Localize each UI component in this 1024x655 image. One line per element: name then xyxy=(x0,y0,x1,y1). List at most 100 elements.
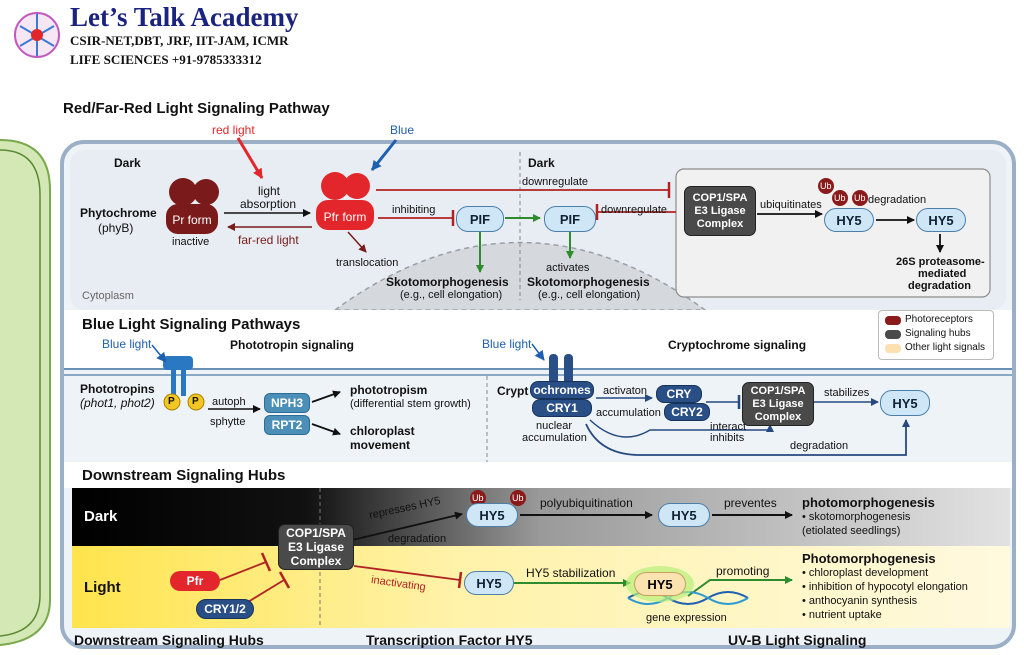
inhibiting-label: inhibiting xyxy=(392,204,436,216)
blue-light-right: Blue light xyxy=(482,337,532,351)
stabilizes-label: stabilizes xyxy=(824,387,870,399)
cry2-node: CRY2 xyxy=(664,403,710,421)
skotomorphogenesis-1: Skotomorphogenesis xyxy=(386,275,509,289)
light-effect-4: • nutrient uptake xyxy=(802,609,882,621)
legend-swatch-signaling-hubs xyxy=(885,330,901,339)
legend-signaling-hubs: Signaling hubs xyxy=(905,328,971,339)
hy5-node-top-b: HY5 xyxy=(916,208,966,232)
phytochrome-pr-icon xyxy=(166,178,219,234)
pr-form-label: Pr form xyxy=(172,213,212,227)
academy-logo-icon xyxy=(8,6,66,64)
sphytte-label: sphytte xyxy=(210,416,246,428)
phototropin-receptor-icon xyxy=(163,356,205,411)
legend-other-light-signals: Other light signals xyxy=(905,342,986,353)
footer-uvb: UV-B Light Signaling xyxy=(728,632,867,648)
phyb-label: (phyB) xyxy=(98,221,134,235)
cop1-hubs-line1: COP1/SPA xyxy=(286,526,346,540)
ub-label-s3-1: Ub xyxy=(472,493,484,503)
cop1-blue-line2: E3 Ligase xyxy=(752,397,804,410)
phototropin-signaling-label: Phototropin signaling xyxy=(230,338,354,352)
skotomorphogenesis-1-sub: (e.g., cell elongation) xyxy=(400,289,503,301)
red-light-label: red light xyxy=(212,123,255,137)
hy5-node-blue: HY5 xyxy=(880,390,930,416)
phot-names-label: (phot1, phot2) xyxy=(80,396,155,410)
light-effect-2: • inhibition of hypocotyl elongation xyxy=(802,581,968,593)
dark-effect-1: • skotomorphogenesis xyxy=(802,511,911,523)
activaton-label: activaton xyxy=(603,385,648,397)
hy5-node-top-a: HY5 xyxy=(824,208,874,232)
chloroplast-line1: chloroplast xyxy=(350,424,415,438)
blue-label: Blue xyxy=(390,123,415,137)
light-absorption-line1: light xyxy=(258,184,281,198)
ub-label-2: Ub xyxy=(834,193,846,203)
downregulate-mid-label: downregulate xyxy=(601,204,668,216)
ub-label-1: Ub xyxy=(820,181,832,191)
pfr-form-label: Pfr form xyxy=(323,210,367,224)
skotomorphogenesis-2-sub: (e.g., cell elongation) xyxy=(538,289,641,301)
downregulate-top-label: downregulate xyxy=(522,176,589,188)
interact-line2: inhibits xyxy=(710,432,745,444)
cop1-hubs-line2: E3 Ligase xyxy=(287,540,345,554)
dark-band-label: Dark xyxy=(84,508,118,525)
legend-photoreceptors: Photoreceptors xyxy=(905,314,973,325)
legend-swatch-other-light-signals xyxy=(885,344,901,353)
pif-node-2: PIF xyxy=(544,206,596,232)
hy5-stabilization-label: HY5 stabilization xyxy=(526,566,616,580)
legend: Photoreceptors Signaling hubs Other ligh… xyxy=(878,310,994,360)
hy5-node-dark-2: HY5 xyxy=(658,503,710,527)
light-absorption-line2: absorption xyxy=(240,197,297,211)
cop1-line2: E3 Ligase xyxy=(694,204,746,217)
ubiquitin-icons-section3 xyxy=(470,490,526,506)
degradation-blue-label: degradation xyxy=(790,440,849,452)
academy-contact: LIFE SCIENCES +91-9785333312 xyxy=(70,52,262,67)
autoph-label: autoph xyxy=(212,396,246,408)
cry-node: CRY xyxy=(656,385,702,403)
inactive-label: inactive xyxy=(172,236,210,248)
degradation-top-label: degradation xyxy=(868,194,927,206)
cop1-line3: Complex xyxy=(696,217,744,230)
ub-label-3: Ub xyxy=(854,193,866,203)
rpt2-node: RPT2 xyxy=(264,415,310,435)
cop1-spa-complex-blue: COP1/SPA E3 Ligase Complex xyxy=(742,382,814,426)
section1-title: Red/Far-Red Light Signaling Pathway xyxy=(63,100,330,117)
blue-light-left: Blue light xyxy=(102,337,152,351)
academy-name: Let’s Talk Academy xyxy=(70,2,299,32)
proteasome-line1: 26S proteasome- xyxy=(896,256,985,268)
accumulation-label: accumulation xyxy=(596,407,661,419)
light-effect-3: • anthocyanin synthesis xyxy=(802,595,918,607)
cryptochrome-receptor-icon xyxy=(549,354,573,384)
light-band-label: Light xyxy=(84,579,121,596)
cop1-blue-line1: COP1/SPA xyxy=(750,384,806,397)
dark-effect-2: (etiolated seedlings) xyxy=(802,525,901,537)
phytochrome-label: Phytochrome xyxy=(80,206,157,220)
dark-right-label: Dark xyxy=(528,156,555,170)
phospho-p-2: P xyxy=(192,396,199,407)
nuclear-line2: accumulation xyxy=(522,432,587,444)
cop1-hubs-line3: Complex xyxy=(290,554,342,568)
footer-hy5: Transcription Factor HY5 xyxy=(366,632,533,648)
photomorphogenesis-light: Photomorphogenesis xyxy=(802,551,936,566)
chloroplast-line2: movement xyxy=(350,438,411,452)
section2-title: Blue Light Signaling Pathways xyxy=(82,316,301,333)
preventes-label: preventes xyxy=(724,496,777,510)
pfr-node: Pfr xyxy=(170,571,220,591)
hy5-node-light-2: HY5 xyxy=(634,572,686,596)
section3-title: Downstream Signaling Hubs xyxy=(82,467,286,484)
phototropism-sub: (differential stem growth) xyxy=(350,398,471,410)
crypto-prefix-label: Crypt xyxy=(497,384,529,398)
interact-line1: interact xyxy=(710,421,747,433)
far-red-light-label: far-red light xyxy=(238,233,299,247)
cry1-node: CRY1 xyxy=(532,399,592,417)
phototropism-label: phototropism xyxy=(350,383,428,397)
dark-left-label: Dark xyxy=(114,156,141,170)
photomorphogenesis-dark: photomorphogenesis xyxy=(802,495,935,510)
skotomorphogenesis-2: Skotomorphogenesis xyxy=(527,275,650,289)
phospho-p-1: P xyxy=(168,396,175,407)
light-effect-1: • chloroplast development xyxy=(802,567,929,579)
polyubiquitination-label: polyubiquitination xyxy=(540,496,633,510)
nuclear-line1: nuclear xyxy=(536,420,573,432)
footer-downstream: Downstream Signaling Hubs xyxy=(74,632,264,648)
ub-label-s3-2: Ub xyxy=(512,493,524,503)
degradation-hubs-label: degradation xyxy=(388,533,447,545)
hy5-node-light-1: HY5 xyxy=(464,571,514,595)
